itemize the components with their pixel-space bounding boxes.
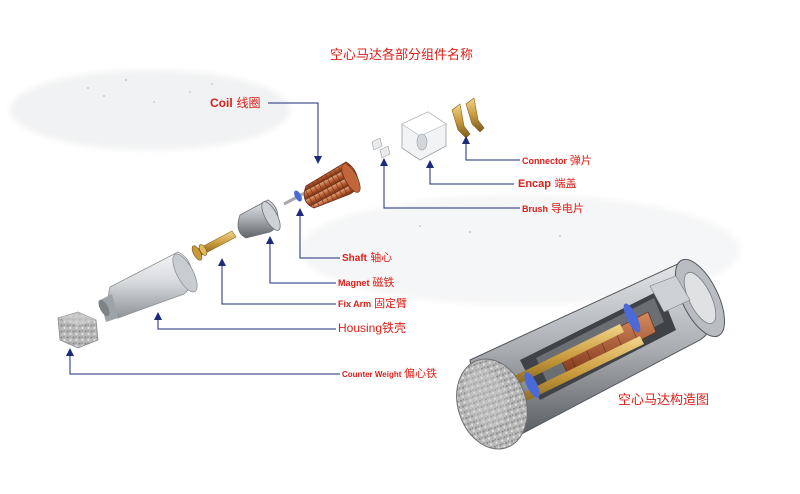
label-coil-en: Coil	[210, 96, 233, 110]
assembled-caption: 空心马达构造图	[618, 393, 710, 408]
decorative-specks	[87, 79, 561, 237]
background-shadows	[10, 70, 740, 305]
label-encap-zh: 端盖	[554, 177, 577, 190]
label-housing-en: Housing	[338, 321, 383, 335]
label-connector: Connector 弹片	[522, 155, 592, 167]
label-brush: Brush 导电片	[522, 203, 584, 215]
label-counterweight: Counter Weight 偏心铁	[342, 368, 437, 379]
label-housing: Housing铁壳	[338, 322, 406, 334]
label-magnet: Magnet 磁铁	[338, 277, 394, 289]
label-fixarm: Fix Arm 固定臂	[338, 298, 407, 310]
label-connector-zh: 弹片	[569, 154, 592, 167]
connector-part	[451, 97, 485, 139]
label-connector-en: Connector	[522, 156, 567, 166]
fixarm-part	[191, 230, 237, 261]
coil-part	[303, 161, 361, 209]
label-fixarm-en: Fix Arm	[338, 299, 372, 309]
encap-part	[401, 111, 447, 161]
label-brush-en: Brush	[522, 204, 549, 214]
diagram-title: 空心马达各部分组件名称	[330, 48, 474, 63]
counterweight-part	[57, 311, 99, 349]
label-shaft: Shaft 轴心	[342, 252, 392, 264]
assembled-motor-cutaway	[456, 258, 726, 450]
brush-part	[371, 137, 391, 159]
label-coil-zh: 线圈	[236, 96, 261, 110]
label-magnet-zh: 磁铁	[372, 276, 395, 289]
label-encap: Encap 端盖	[518, 178, 577, 190]
label-coil: Coil 线圈	[210, 97, 261, 109]
label-housing-zh: 铁壳	[382, 321, 407, 335]
magnet-part	[237, 199, 281, 239]
label-brush-zh: 导电片	[550, 202, 584, 215]
label-shaft-zh: 轴心	[370, 251, 393, 264]
label-shaft-en: Shaft	[342, 253, 367, 264]
label-counterweight-en: Counter Weight	[342, 370, 402, 379]
label-magnet-en: Magnet	[338, 278, 370, 288]
leader-lines	[66, 102, 520, 375]
label-encap-en: Encap	[518, 178, 552, 190]
label-counterweight-zh: 偏心铁	[403, 367, 437, 380]
label-fixarm-zh: 固定臂	[374, 297, 408, 310]
housing-part	[98, 251, 198, 322]
